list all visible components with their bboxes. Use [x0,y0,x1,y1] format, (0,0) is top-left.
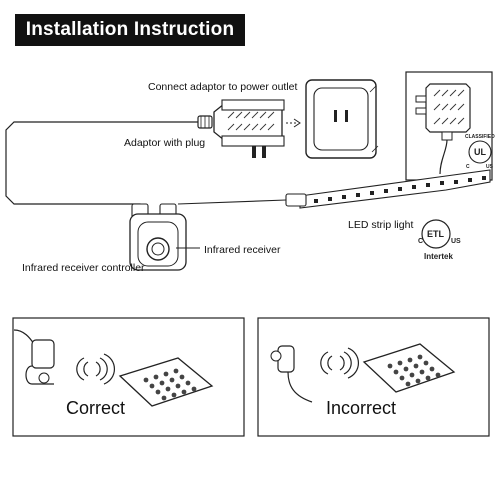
connect-adaptor-label: Connect adaptor to power outlet [148,81,298,93]
correct-label: Correct [66,398,126,418]
led-strip [177,169,491,209]
led-strip-label: LED strip light [348,219,414,231]
correct-receiver [13,329,55,385]
etl-c-text: C [418,238,424,245]
page-title: Installation Instruction [25,19,235,40]
incorrect-receiver [270,345,313,403]
intertek-label: Intertek [424,252,453,261]
wall-outlet [305,79,379,159]
adaptor-wire [5,121,200,210]
receiver-controller-label: Infrared receiver controller [22,262,145,274]
etl-certification-mark [421,219,451,249]
ul-classified-text: CLASSIFIED [465,134,495,140]
arrow-to-outlet [286,118,301,128]
title-bar: Installation Instruction [15,14,245,46]
adaptor-inset-picture [415,83,471,175]
incorrect-label: Incorrect [326,398,397,418]
adaptor-with-plug-label: Adaptor with plug [124,137,206,149]
etl-mark-text: ETL [427,229,444,239]
ul-c-text: C [466,164,470,170]
infrared-receiver-label: Infrared receiver [204,244,281,256]
incorrect-remote-control [362,343,456,393]
infrared-receiver-controller [129,203,200,271]
ul-certification-mark [468,140,492,164]
ul-us-text: US [486,164,493,170]
correct-remote-control [118,357,214,407]
incorrect-signal-waves [320,347,360,379]
incorrect-panel [257,317,490,437]
power-adaptor [213,99,285,158]
correct-signal-waves [76,353,116,385]
ul-mark-text: UL [474,147,486,157]
etl-us-text: US [451,238,461,245]
